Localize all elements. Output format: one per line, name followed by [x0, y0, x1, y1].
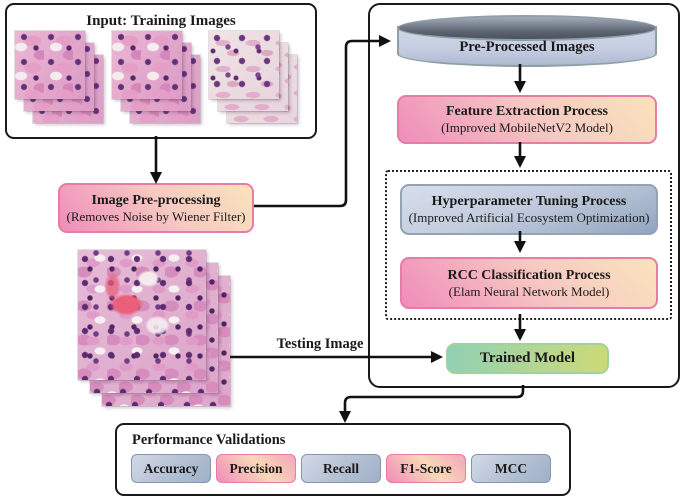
hyperparameter-title: Hyperparameter Tuning Process: [431, 194, 627, 209]
hyperparameter-tuning-box: Hyperparameter Tuning Process (Improved …: [400, 184, 658, 235]
histology-image: [15, 31, 85, 99]
training-pipeline-panel: Pre-Processed Images Feature Extraction …: [368, 3, 680, 388]
preprocessing-subtitle: (Removes Noise by Wiener Filter): [66, 208, 246, 224]
trained-model-box: Trained Model: [446, 343, 609, 374]
metric-badge-recall: Recall: [301, 454, 381, 483]
rcc-classification-subtitle: (Elam Neural Network Model): [448, 283, 610, 299]
optimization-dashed-group: Hyperparameter Tuning Process (Improved …: [385, 170, 672, 320]
metric-badge-accuracy: Accuracy: [131, 454, 211, 483]
testing-image-stack: [78, 250, 234, 410]
performance-title: Performance Validations: [132, 432, 286, 448]
histology-image: [209, 31, 279, 99]
feature-extraction-subtitle: (Improved MobileNetV2 Model): [441, 120, 613, 135]
preprocessing-title: Image Pre-processing: [91, 192, 221, 208]
metric-badge-f1score: F1-Score: [386, 454, 466, 483]
feature-extraction-title: Feature Extraction Process: [446, 104, 608, 119]
trained-model-label: Trained Model: [479, 350, 576, 366]
histology-image: [78, 250, 206, 380]
testing-image-label: Testing Image: [276, 336, 364, 352]
feature-extraction-box: Feature Extraction Process (Improved Mob…: [397, 95, 657, 144]
rcc-classification-box: RCC Classification Process (Elam Neural …: [400, 257, 658, 309]
arrow-panel-to-performance: [339, 385, 525, 423]
arrow-input-to-preprocessing: [150, 136, 162, 184]
training-image-stack-3: [209, 31, 305, 127]
image-preprocessing-box: Image Pre-processing (Removes Noise by W…: [58, 183, 254, 233]
histology-image: [112, 31, 182, 99]
input-title: Input: Training Images: [86, 13, 236, 29]
input-training-images-box: Input: Training Images: [5, 3, 317, 139]
hyperparameter-subtitle: (Improved Artificial Ecosystem Optimizat…: [408, 210, 650, 225]
training-image-stack-2: [112, 31, 208, 127]
cylinder-top-ellipse: [397, 15, 657, 41]
rcc-classification-title: RCC Classification Process: [447, 267, 611, 283]
performance-validations-box: Performance Validations Accuracy Precisi…: [115, 423, 571, 496]
training-image-stack-1: [15, 31, 111, 127]
preprocessed-images-cylinder: Pre-Processed Images: [397, 15, 657, 67]
metric-badge-mcc: MCC: [471, 454, 551, 483]
metric-badge-precision: Precision: [216, 454, 296, 483]
preprocessed-images-label: Pre-Processed Images: [459, 39, 595, 55]
metric-badges-row: Accuracy Precision Recall F1-Score MCC: [131, 454, 551, 483]
